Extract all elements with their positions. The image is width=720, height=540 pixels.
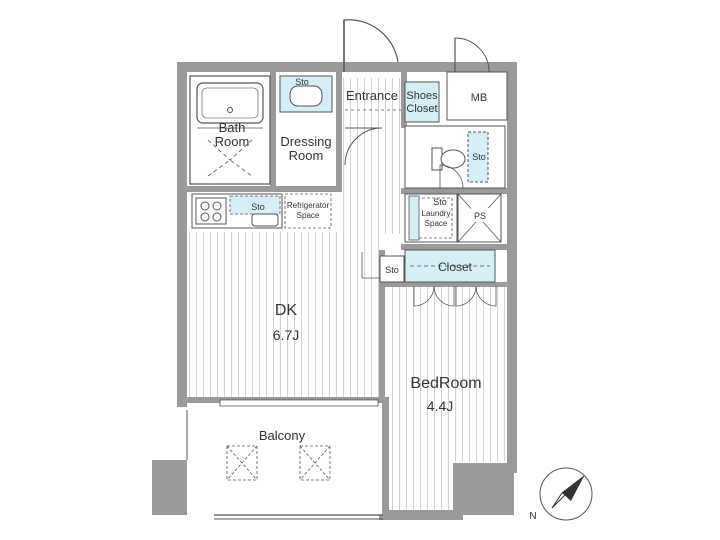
gas-stove-icon: [195, 197, 227, 225]
flooring: [188, 78, 507, 510]
kitchen-sink: [251, 213, 279, 227]
mb-label: MB: [471, 92, 488, 104]
laundry-storage: [408, 195, 420, 241]
laundry-label-line2: Space: [425, 219, 448, 228]
bedroom: BedRoom 4.4J: [410, 375, 481, 414]
bath-room-label-line2: Room: [215, 134, 250, 149]
shoes-closet-label-line2: Closet: [406, 103, 437, 115]
dk-name-label: DK: [275, 302, 298, 319]
shoes-closet-label-line1: Shoes: [406, 90, 438, 102]
dressing-room: Sto Dressing Room: [279, 75, 333, 163]
washbasin-storage-label: Sto: [295, 77, 309, 87]
refrigerator-label-line1: Refrigerator: [287, 201, 330, 210]
bedroom-size-label: 4.4J: [427, 398, 453, 414]
shoes-closet: Shoes Closet: [404, 81, 440, 123]
kitchen-storage-label: Sto: [251, 202, 265, 212]
ps-label: PS: [474, 211, 486, 221]
dk-door-swing: [361, 252, 380, 279]
refrigerator-space: [284, 193, 332, 229]
bath-room: Bath Room: [189, 75, 271, 185]
shower-floor-dashes: [207, 139, 253, 177]
balcony-window-frame: [219, 399, 379, 407]
closet-door-center-right: [455, 285, 477, 307]
closet: Closet Sto: [379, 249, 497, 307]
mb-door-swing: [454, 37, 490, 73]
mb-shaft: [446, 71, 508, 121]
pipe-space: PS: [457, 193, 502, 243]
dressing-room-label-line1: Dressing: [280, 134, 331, 149]
closet-door-right: [475, 285, 497, 307]
kitchen-counter: Sto Refrigerator Space: [191, 193, 332, 229]
bathtub: [196, 82, 264, 124]
refrigerator-label-line2: Space: [297, 211, 320, 220]
dressing-door-swing: [344, 127, 383, 166]
north-arrow-icon: [551, 475, 585, 509]
toilet-icon: [431, 147, 466, 171]
corner-column-bottom-right: [458, 468, 514, 515]
laundry-storage-label: Sto: [433, 197, 447, 207]
dressing-room-label-line2: Room: [289, 148, 324, 163]
dk-size-label: 6.7J: [273, 327, 299, 343]
entrance: Entrance: [343, 19, 401, 166]
closet-door-center-left: [433, 285, 455, 307]
toilet-door-swing: [439, 164, 464, 189]
meter-box: MB: [454, 37, 490, 104]
closet-door-left: [413, 285, 435, 307]
evacuation-ladder-icon: [299, 445, 331, 481]
compass-north-label: N: [529, 511, 536, 522]
closet-label: Closet: [438, 260, 473, 274]
dining-kitchen: DK 6.7J: [273, 252, 380, 343]
laundry-label-line1: Laundry: [422, 209, 451, 218]
toilet-room: Sto: [404, 125, 506, 189]
toilet-storage-label: Sto: [472, 152, 486, 162]
entrance-door-swing: [343, 19, 399, 67]
bedroom-storage: [379, 255, 405, 283]
laundry-space: Sto Laundry Space: [404, 193, 458, 243]
evacuation-hatch-icon: [226, 445, 258, 481]
balcony: Balcony: [186, 399, 383, 520]
entrance-label: Entrance: [346, 88, 398, 103]
bath-room-label-line1: Bath: [219, 120, 246, 135]
toilet-storage: [467, 131, 489, 183]
balcony-label: Balcony: [259, 428, 306, 443]
compass: N: [529, 467, 593, 522]
bedroom-name-label: BedRoom: [410, 375, 481, 392]
bedroom-storage-label: Sto: [385, 265, 399, 275]
